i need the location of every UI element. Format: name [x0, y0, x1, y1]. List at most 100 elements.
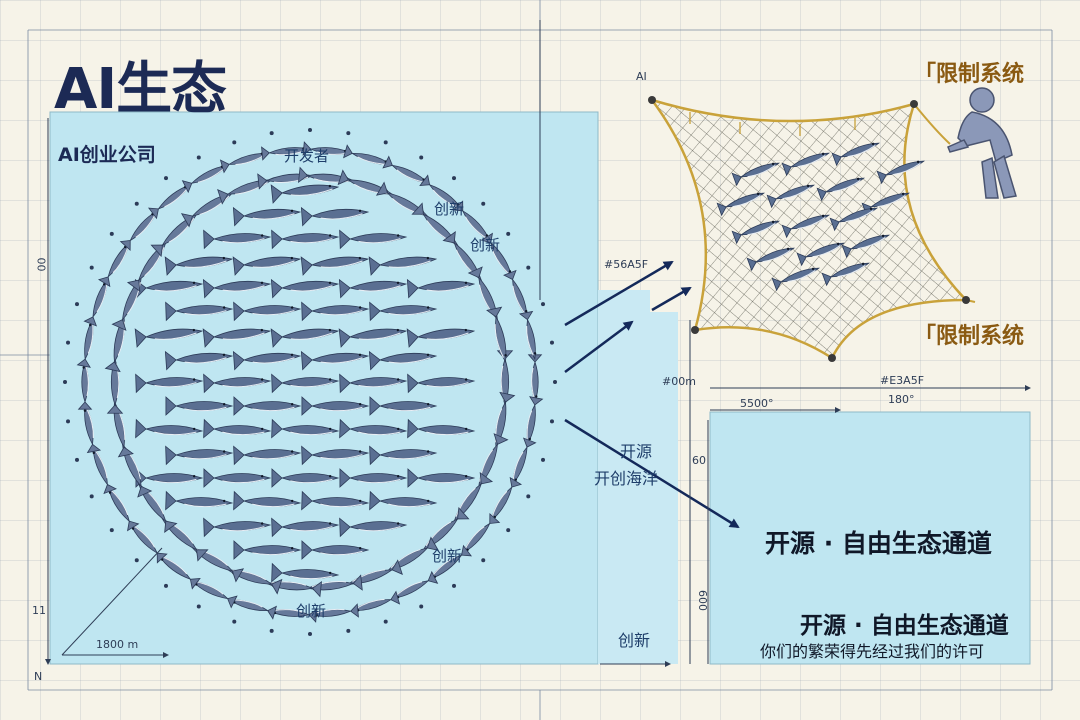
fish-icon: [339, 517, 408, 538]
arrow-color-label: #56A5F: [604, 258, 649, 271]
bottom-innovation-label: 创新: [618, 631, 651, 650]
side-bottom-dimension: 11: [32, 604, 46, 617]
box-width-b: 180°: [888, 393, 915, 406]
fish-icon: [821, 262, 871, 287]
bubble-dot: [526, 265, 531, 270]
fish-icon: [829, 207, 879, 232]
fish-icon: [407, 418, 476, 439]
fish-icon: [107, 486, 140, 532]
fish-icon: [202, 278, 272, 299]
open-source-label: 开源: [620, 442, 653, 461]
fish-icon: [382, 155, 430, 184]
permit-caption: 你们的繁荣得先经过我们的许可: [760, 642, 985, 661]
height-a-dimension: 60: [692, 454, 706, 467]
fish-icon: [270, 184, 340, 204]
fish-icon: [165, 301, 234, 322]
bubble-dot: [163, 583, 168, 588]
bubble-dot: [541, 302, 546, 307]
fish-icon: [233, 301, 302, 322]
bubble-dot: [383, 140, 388, 145]
fish-icon: [339, 418, 408, 439]
bubble-dot: [481, 558, 486, 563]
open-channel-box: [709, 411, 1031, 665]
bubble-dot: [419, 155, 424, 160]
fish-icon: [271, 229, 340, 250]
fish-icon: [202, 328, 272, 348]
fish-icon: [831, 142, 881, 167]
fish-icon: [271, 418, 340, 439]
fish-icon: [301, 490, 370, 511]
fish-icon: [368, 350, 438, 371]
bubble-dot: [134, 558, 139, 563]
restriction-system-label: 「限制系统: [914, 324, 1025, 349]
open-ocean-label: 开创海洋: [594, 469, 659, 488]
bubble-dot: [196, 604, 201, 609]
fish-icon: [771, 267, 821, 292]
fish-icon: [338, 328, 408, 348]
fish-icon: [407, 373, 476, 394]
axis-ai-label: AI: [636, 70, 647, 83]
bubble-dot: [549, 419, 554, 424]
fish-icon: [518, 310, 537, 361]
fish-icon: [512, 437, 537, 486]
bubble-dot: [553, 380, 557, 384]
fish-icon: [134, 328, 204, 348]
bubble-dot: [196, 155, 201, 160]
arrow-icon: [564, 260, 740, 529]
bubble-dot: [232, 619, 237, 624]
bubble-dot: [549, 340, 554, 345]
fish-icon: [232, 350, 302, 371]
bubble-dot: [506, 528, 511, 533]
bubble-dot: [74, 457, 79, 462]
page-title: AI生态: [54, 57, 227, 122]
restriction-system-label: 「限制系统: [914, 62, 1025, 87]
fish-icon: [731, 220, 781, 245]
fish-icon: [369, 396, 438, 416]
bubble-dot: [481, 201, 486, 206]
fish-icon: [300, 256, 370, 276]
fish-icon: [233, 396, 302, 416]
channel-passage: [598, 312, 678, 664]
fish-icon: [781, 214, 831, 239]
fishing-net-icon: [648, 96, 976, 362]
fish-icon: [339, 229, 408, 250]
fish-icon: [165, 445, 234, 466]
fish-icon: [338, 278, 408, 299]
bubble-dot: [66, 340, 71, 345]
bubble-dot: [526, 494, 531, 499]
fish-icon: [480, 232, 513, 278]
bubble-dot: [452, 176, 457, 181]
bubble-dot: [163, 176, 168, 181]
fish-icon: [861, 192, 911, 217]
bubble-dot: [89, 494, 94, 499]
fish-icon: [452, 200, 491, 242]
fish-icon: [419, 174, 463, 210]
fish-icon: [233, 445, 302, 466]
fisherman-icon: [947, 87, 1017, 199]
fish-icon: [816, 177, 866, 202]
fish-icon: [203, 418, 272, 439]
fish-icon: [716, 192, 766, 217]
fish-icon: [233, 490, 302, 511]
fish-icon: [300, 350, 370, 371]
fish-icon: [232, 256, 302, 276]
fish-icon: [343, 144, 393, 165]
fish-icon: [486, 306, 507, 364]
fish-icon: [271, 562, 340, 583]
fish-icon: [135, 418, 204, 439]
fish-icon: [300, 206, 370, 227]
dimension-lines: [61, 20, 1031, 667]
bubble-dot: [346, 131, 351, 136]
bubble-dot: [134, 201, 139, 206]
bubble-dot: [89, 265, 94, 270]
fish-icon: [164, 350, 234, 371]
fish-icon: [369, 301, 438, 322]
height-b-dimension: 600: [696, 590, 709, 611]
fish-icon: [232, 206, 302, 227]
bubble-dot: [308, 632, 312, 636]
corner-n-label: N: [34, 670, 43, 683]
fish-icon: [406, 328, 476, 348]
fish-icon: [339, 373, 408, 394]
fish-icon: [271, 373, 340, 394]
